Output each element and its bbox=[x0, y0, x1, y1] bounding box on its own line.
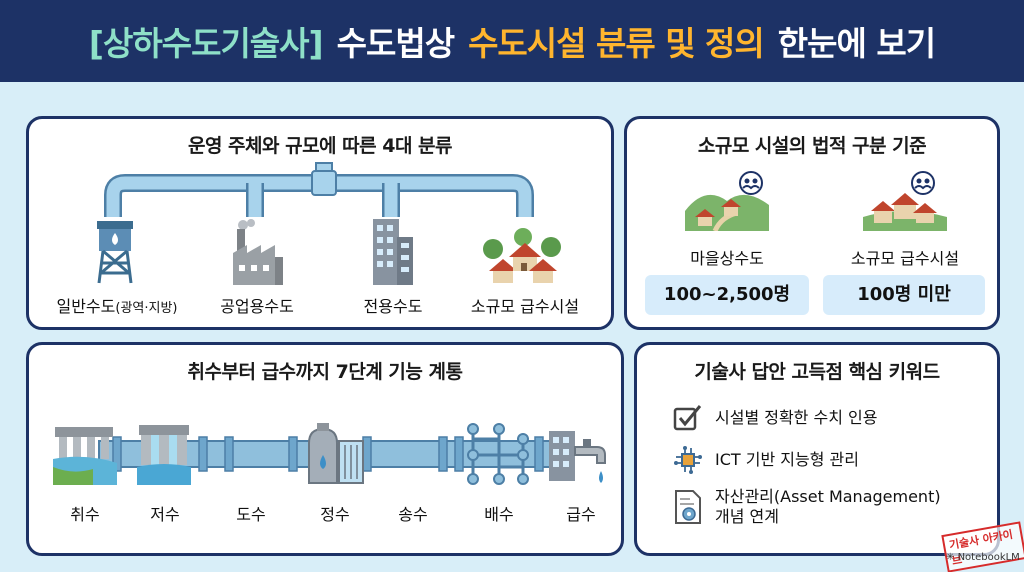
houses-people-icon bbox=[863, 171, 947, 231]
stage-label-transmission: 송수 bbox=[398, 505, 428, 524]
stage-label-storage: 저수 bbox=[150, 505, 180, 524]
water-tower-icon bbox=[97, 221, 133, 284]
keywords-card: 기술사 답안 고득점 핵심 키워드 시설별 정확한 수치 인용 ICT 기반 지… bbox=[634, 342, 1000, 556]
header-law: 수도법상 bbox=[336, 24, 455, 63]
stage-label-conveyance: 도수 bbox=[236, 505, 266, 524]
class-label-small: 소규모 급수시설 bbox=[470, 297, 580, 316]
header-suffix: 한눈에 보기 bbox=[777, 24, 936, 63]
chip-icon bbox=[674, 446, 702, 474]
faucet-icon bbox=[549, 431, 606, 483]
distribution-pipe-icon bbox=[104, 162, 534, 217]
keyword-item: ICT 기반 지능형 관리 bbox=[673, 445, 859, 475]
class-label-industrial: 공업용수도 bbox=[220, 297, 294, 316]
keyword-text: ICT 기반 지능형 관리 bbox=[715, 450, 859, 469]
treatment-plant-icon bbox=[308, 423, 364, 484]
stages-card: 취수부터 급수까지 7단계 기능 계통 bbox=[26, 342, 624, 556]
keyword-text: 자산관리(Asset Management) 개념 연계 bbox=[715, 487, 941, 526]
factory-icon bbox=[233, 219, 283, 285]
page-header: [상하수도기술사] 수도법상 수도시설 분류 및 정의 한눈에 보기 bbox=[0, 0, 1024, 82]
keyword-item: 시설별 정확한 수치 인용 bbox=[673, 403, 877, 433]
stage-label-treatment: 정수 bbox=[320, 505, 350, 524]
village-people-icon bbox=[685, 171, 769, 231]
village-water-label: 마을상수도 bbox=[690, 249, 764, 268]
class-label-dedicated: 전용수도 bbox=[363, 297, 423, 316]
village-water-range: 100~2,500명 bbox=[645, 275, 809, 315]
intake-dam-icon bbox=[53, 427, 117, 485]
header-topic: 수도시설 분류 및 정의 bbox=[468, 24, 765, 63]
small-scale-card: 소규모 시설의 법적 구분 기준 마을상수도 소규모 급수시설 100~2,50… bbox=[624, 116, 1000, 330]
document-gear-icon bbox=[675, 490, 701, 524]
keyword-item: 자산관리(Asset Management) 개념 연계 bbox=[673, 487, 941, 527]
classification-title: 운영 주체와 규모에 따른 4대 분류 bbox=[187, 135, 453, 157]
header-subject: [상하수도기술사] bbox=[88, 24, 324, 63]
class-label-general: 일반수도(광역·지방) bbox=[56, 297, 178, 316]
checkbox-icon bbox=[673, 405, 702, 431]
keywords-title: 기술사 답안 고득점 핵심 키워드 bbox=[694, 361, 940, 383]
stages-title: 취수부터 급수까지 7단계 기능 계통 bbox=[187, 361, 463, 383]
stage-label-supply: 급수 bbox=[566, 505, 596, 524]
small-scale-title: 소규모 시설의 법적 구분 기준 bbox=[697, 135, 927, 157]
distribution-network-icon bbox=[467, 423, 529, 485]
classification-card: 운영 주체와 규모에 따른 4대 분류 bbox=[26, 116, 614, 330]
village-icon bbox=[483, 228, 561, 283]
storage-dam-icon bbox=[137, 425, 191, 485]
small-facility-range: 100명 미만 bbox=[823, 275, 985, 315]
notebooklm-brand: ✳ NotebookLM bbox=[946, 552, 1020, 563]
stage-label-intake: 취수 bbox=[70, 505, 100, 524]
stage-label-distribution: 배수 bbox=[484, 505, 514, 524]
keyword-text: 시설별 정확한 수치 인용 bbox=[715, 408, 878, 427]
building-icon bbox=[373, 219, 413, 285]
small-facility-label: 소규모 급수시설 bbox=[850, 249, 960, 268]
